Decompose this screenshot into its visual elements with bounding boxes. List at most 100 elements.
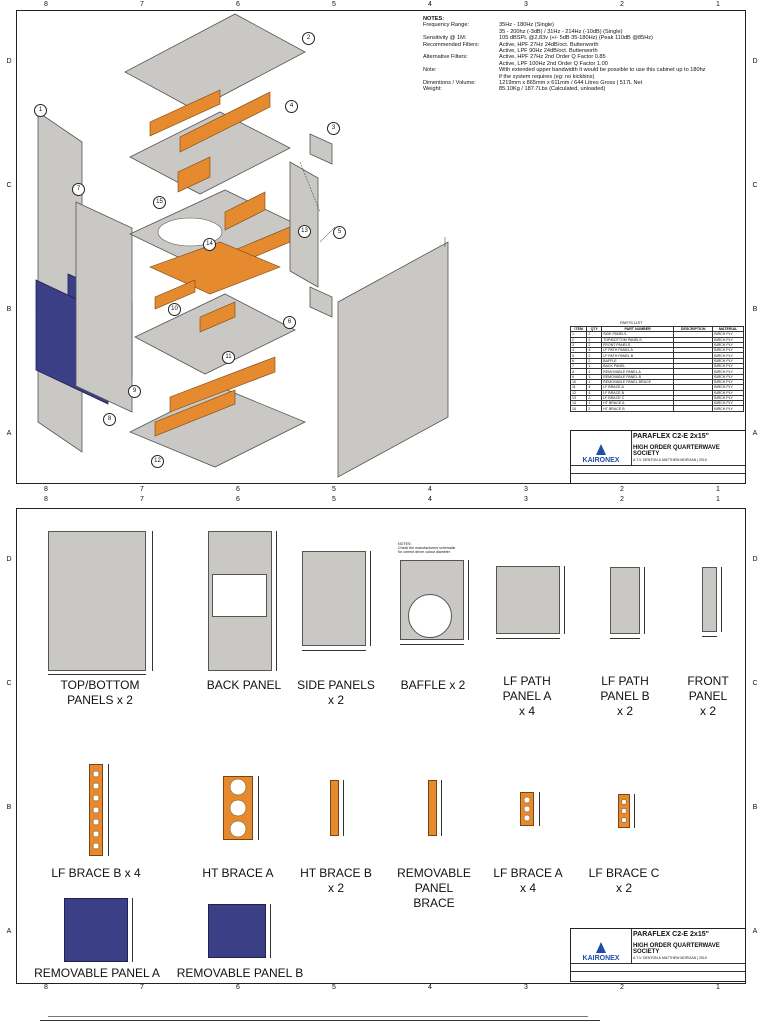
exploded-assembly-drawing bbox=[35, 13, 449, 478]
label-ht-brace-b: HT BRACE B x 2 bbox=[300, 866, 372, 895]
notes-block: NOTES: Frequency Range:35Hz - 180Hz (Sin… bbox=[423, 16, 743, 93]
zone-number: 5 bbox=[332, 1, 336, 8]
notes-key: Recommended Filters: bbox=[423, 41, 480, 48]
zone-letter: C bbox=[6, 182, 12, 189]
back-panel-cutout bbox=[212, 574, 267, 617]
label-front-panel: FRONT PANEL x 2 bbox=[687, 674, 729, 718]
label-lf-brace-a: LF BRACE A x 4 bbox=[493, 866, 563, 895]
label-lf-brace-c: LF BRACE C x 2 bbox=[588, 866, 660, 895]
zone-number: 4 bbox=[428, 984, 432, 991]
front-panel-view bbox=[702, 567, 717, 632]
callout-9: 9 bbox=[128, 385, 141, 398]
zone-letter: B bbox=[6, 306, 12, 313]
dimension-line bbox=[634, 794, 635, 828]
label-back-panel: BACK PANEL bbox=[206, 678, 282, 692]
zone-number: 6 bbox=[236, 486, 240, 493]
ht-brace-b-view bbox=[330, 780, 339, 836]
sheet-next-strip bbox=[0, 1006, 768, 1024]
notes-row: Recommended Filters:Active, HPF 27Hz 24d… bbox=[423, 42, 743, 48]
zone-number: 7 bbox=[140, 486, 144, 493]
lf-path-panel-a-view bbox=[496, 566, 560, 634]
baffle-notes: NOTES: Check the manufacturers schematic… bbox=[398, 542, 456, 555]
dimension-line bbox=[276, 531, 277, 671]
leader-line bbox=[319, 226, 336, 243]
lf-brace-b-3 bbox=[169, 356, 276, 413]
notes-row: Frequency Range: 35Hz - 180Hz (Single) bbox=[423, 22, 743, 28]
lf-path-panel-a-3 bbox=[134, 293, 296, 375]
notes-value: Active, HPF 27Hz 2nd Order Q Factor 0.85 bbox=[499, 54, 606, 61]
notes-row: Sensitivity @ 1M: 105 dBSPL @2.83v (+/- 5… bbox=[423, 35, 743, 41]
callout-14: 14 bbox=[203, 238, 216, 251]
project-title: PARAFLEX C2-E 2x15" bbox=[633, 433, 709, 440]
notes-key: Frequency Range: bbox=[423, 22, 470, 29]
zone-number: 8 bbox=[44, 1, 48, 8]
zone-number: 5 bbox=[332, 496, 336, 503]
notes-value: 35Hz - 180Hz (Single) bbox=[499, 22, 555, 29]
notes-key: Sensitivity @ 1M: bbox=[423, 35, 467, 42]
parts-list-title: PARTS LIST bbox=[620, 320, 643, 325]
zone-number: 4 bbox=[428, 496, 432, 503]
notes-row: Weight:85.10Kg / 187.7Lbs (Calculated, u… bbox=[423, 86, 743, 92]
lf-path-panel-b-view bbox=[610, 567, 640, 634]
zone-number: 4 bbox=[428, 486, 432, 493]
notes-row: Dimentions / Volume: 1219mm x 865mm x 611… bbox=[423, 80, 743, 86]
lf-path-panel-a-1 bbox=[129, 111, 291, 195]
sheet3-dimension-line bbox=[48, 1016, 588, 1017]
notes-value: With extended upper bandwidth it would b… bbox=[499, 67, 706, 74]
society-title: HIGH ORDER QUARTERWAVE SOCIETY bbox=[633, 943, 720, 955]
zone-number: 3 bbox=[524, 984, 528, 991]
notes-key: Note: bbox=[423, 67, 437, 74]
label-removable-panel-a: REMOVABLE PANEL A bbox=[34, 966, 160, 980]
notes-key: Dimentions / Volume: bbox=[423, 80, 476, 87]
callout-10: 10 bbox=[168, 303, 181, 316]
dimension-line bbox=[564, 566, 565, 634]
dimension-line bbox=[48, 674, 146, 675]
zone-number: 2 bbox=[620, 1, 624, 8]
zone-number: 3 bbox=[524, 486, 528, 493]
zone-letter: A bbox=[752, 430, 758, 437]
dimension-line bbox=[108, 764, 109, 856]
removable-panel-a-view bbox=[64, 898, 128, 962]
label-top-bottom-panels: TOP/BOTTOM PANELS x 2 bbox=[60, 678, 140, 707]
zone-letter: D bbox=[6, 58, 12, 65]
label-ht-brace-a: HT BRACE A bbox=[202, 866, 274, 880]
dimension-line bbox=[441, 780, 442, 836]
parts-cell: 2 bbox=[586, 405, 603, 412]
notes-value: 105 dBSPL @2.83v (+/- 5dB 35-180Hz) (Pea… bbox=[499, 35, 653, 42]
title-block-1: KAIRONEX PARAFLEX C2-E 2x15" HIGH ORDER … bbox=[570, 430, 746, 484]
zone-number: 2 bbox=[620, 486, 624, 493]
notes-value: 85.10Kg / 187.7Lbs (Calculated, unloaded… bbox=[499, 86, 606, 93]
notes-value: 1219mm x 865mm x 611mm / 644 Litres Gros… bbox=[499, 80, 643, 87]
sheet2-frame bbox=[16, 508, 746, 984]
lf-brace-b-holes bbox=[92, 770, 100, 850]
callout-5: 5 bbox=[333, 226, 346, 239]
zone-number: 8 bbox=[44, 486, 48, 493]
callout-15: 15 bbox=[153, 196, 166, 209]
zone-number: 7 bbox=[140, 496, 144, 503]
lf-path-panel-b bbox=[289, 161, 319, 288]
lf-brace-b-1 bbox=[149, 89, 221, 137]
sheet1-frame bbox=[16, 10, 746, 484]
parts-cell: BIRCH PLY bbox=[712, 405, 744, 412]
zone-letter: C bbox=[752, 680, 758, 687]
zone-number: 8 bbox=[44, 496, 48, 503]
zone-letter: C bbox=[752, 182, 758, 189]
society-title: HIGH ORDER QUARTERWAVE SOCIETY bbox=[633, 445, 720, 457]
dimension-line bbox=[496, 638, 560, 639]
label-lf-path-panel-b: LF PATH PANEL B x 2 bbox=[600, 674, 650, 718]
parts-cell: HT BRACE B bbox=[601, 405, 675, 412]
callout-2: 2 bbox=[302, 32, 315, 45]
sheet3-frame-edge bbox=[40, 1020, 600, 1021]
notes-value: if the system requires (eg: no kickbins) bbox=[499, 73, 595, 80]
zone-letter: A bbox=[752, 928, 758, 935]
parts-cell: 15 bbox=[569, 405, 588, 412]
zone-number: 6 bbox=[236, 984, 240, 991]
label-baffle: BAFFLE x 2 bbox=[400, 678, 466, 692]
zone-number: 6 bbox=[236, 496, 240, 503]
